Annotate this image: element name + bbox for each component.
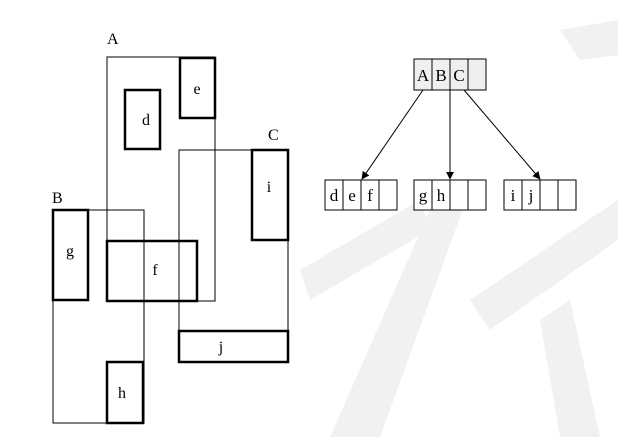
child-cell	[378, 179, 398, 211]
tree-root-node: A B C	[413, 58, 487, 91]
region-b-label: B	[52, 190, 63, 207]
object-g-label: g	[66, 243, 74, 260]
child-cell	[449, 179, 469, 211]
object-h-box	[105, 360, 145, 425]
object-i-box	[250, 148, 290, 242]
tree-child-node-1: d e f	[324, 179, 398, 211]
object-i-label: i	[267, 179, 272, 196]
child2-entry-h: h	[437, 186, 446, 205]
root-entry-c: C	[453, 66, 464, 85]
watermark	[300, 20, 618, 437]
tree-child-node-2: g h	[413, 179, 487, 211]
pointer-arrow-c	[463, 89, 541, 180]
object-h-label: h	[118, 385, 126, 402]
pointer-arrow-a	[361, 89, 424, 180]
object-d-label: d	[142, 112, 150, 129]
object-j-label: j	[218, 339, 223, 356]
child-cell	[467, 179, 487, 211]
object-d-box	[123, 88, 162, 151]
region-c-label: C	[268, 127, 279, 144]
tree-child-node-3: i j	[503, 179, 577, 211]
object-e-label: e	[193, 81, 200, 98]
child1-entry-e: e	[348, 186, 356, 205]
root-entry-b: B	[435, 66, 446, 85]
child3-entry-j: j	[528, 186, 534, 205]
child1-entry-f: f	[367, 186, 373, 205]
child-cell	[539, 179, 559, 211]
child1-entry-d: d	[330, 186, 339, 205]
child2-entry-g: g	[419, 186, 428, 205]
child-cell	[557, 179, 577, 211]
root-cell	[467, 58, 487, 91]
object-g-box	[51, 208, 90, 302]
object-f-box	[105, 239, 199, 303]
region-a-label: A	[107, 31, 119, 48]
region-b-box	[52, 209, 145, 424]
object-f-label: f	[152, 262, 158, 279]
root-entry-a: A	[417, 66, 430, 85]
object-j-box	[177, 329, 290, 364]
object-e-box	[178, 56, 217, 120]
child3-entry-i: i	[511, 186, 516, 205]
